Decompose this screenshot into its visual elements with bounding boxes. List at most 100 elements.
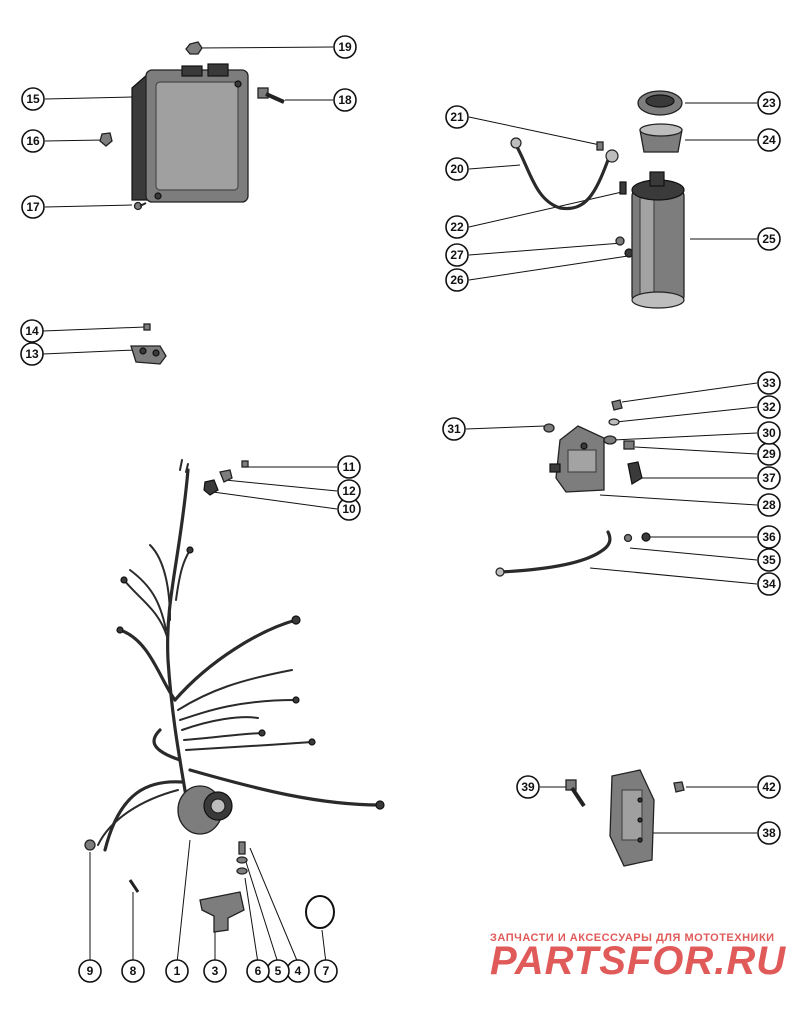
part-10	[203, 479, 219, 496]
rectifier-part	[609, 769, 655, 867]
callout-33: 33	[757, 371, 781, 395]
svg-text:27: 27	[450, 248, 464, 262]
svg-text:16: 16	[26, 134, 40, 148]
svg-text:24: 24	[762, 133, 776, 147]
callout-18: 18	[333, 88, 357, 112]
callout-1: 1	[165, 959, 189, 983]
nut-19-part	[185, 41, 203, 55]
callout-11: 11	[337, 455, 361, 479]
callout-5: 5	[266, 959, 290, 983]
svg-text:29: 29	[762, 447, 776, 461]
callout-37: 37	[757, 466, 781, 490]
switch-box-part	[131, 63, 249, 203]
callout-8: 8	[121, 959, 145, 983]
callout-20: 20	[445, 157, 469, 181]
svg-text:39: 39	[521, 780, 535, 794]
cable-34-part	[495, 530, 612, 577]
svg-text:4: 4	[295, 964, 302, 978]
callout-35: 35	[757, 548, 781, 572]
callout-13: 13	[20, 342, 44, 366]
washer-32-part	[608, 418, 620, 426]
svg-text:37: 37	[762, 471, 776, 485]
screw-4-part	[238, 841, 246, 855]
svg-text:34: 34	[762, 577, 776, 591]
callout-24: 24	[757, 128, 781, 152]
callout-25: 25	[757, 227, 781, 251]
part-12	[219, 469, 233, 483]
svg-text:8: 8	[130, 964, 137, 978]
part-11	[241, 460, 249, 468]
svg-text:7: 7	[323, 964, 330, 978]
svg-text:19: 19	[338, 40, 352, 54]
screw-21-part	[596, 141, 604, 151]
bolt-18-part	[257, 87, 285, 104]
callout-38: 38	[757, 821, 781, 845]
nut-36-part	[641, 532, 651, 542]
callout-22: 22	[445, 215, 469, 239]
o-ring-7-part	[305, 895, 335, 929]
svg-text:17: 17	[26, 200, 40, 214]
callout-28: 28	[757, 493, 781, 517]
callout-42: 42	[757, 775, 781, 799]
watermark-tagline: ЗАПЧАСТИ И АКСЕССУАРЫ ДЛЯ МОТОТЕХНИКИ	[490, 932, 775, 944]
washer-5-part	[236, 856, 248, 864]
svg-text:22: 22	[450, 220, 464, 234]
solenoid-part	[549, 425, 605, 493]
svg-text:1: 1	[174, 964, 181, 978]
svg-text:32: 32	[762, 400, 776, 414]
nut-16-part	[99, 132, 113, 147]
svg-text:33: 33	[762, 376, 776, 390]
svg-text:36: 36	[762, 530, 776, 544]
part-22	[619, 181, 627, 195]
svg-text:21: 21	[450, 110, 464, 124]
callout-3: 3	[203, 959, 227, 983]
callout-21: 21	[445, 105, 469, 129]
svg-text:11: 11	[343, 460, 356, 474]
screw-14-part	[143, 323, 151, 331]
nut-35-part	[623, 533, 633, 543]
svg-text:5: 5	[275, 964, 282, 978]
callout-6: 6	[246, 959, 270, 983]
watermark: ЗАПЧАСТИ И АКСЕССУАРЫ ДЛЯ МОТОТЕХНИКИ PA…	[490, 932, 786, 983]
svg-text:18: 18	[338, 93, 352, 107]
screw-8-part	[128, 879, 140, 893]
watermark-brand: PARTSFOR.RU	[490, 939, 786, 983]
nut-6-part	[236, 867, 248, 875]
cap-24-part	[639, 123, 683, 153]
svg-text:20: 20	[450, 162, 464, 176]
svg-text:12: 12	[342, 484, 356, 498]
bracket-13-part	[130, 345, 167, 365]
svg-text:15: 15	[26, 92, 40, 106]
svg-text:6: 6	[255, 964, 262, 978]
svg-text:26: 26	[450, 273, 464, 287]
nut-42-part	[673, 781, 685, 793]
callout-23: 23	[757, 91, 781, 115]
callout-14: 14	[20, 319, 44, 343]
callout-19: 19	[333, 35, 357, 59]
callout-9: 9	[78, 959, 102, 983]
svg-text:30: 30	[762, 426, 776, 440]
callout-4: 4	[286, 959, 310, 983]
terminal-9-part	[84, 839, 96, 851]
callout-30: 30	[757, 421, 781, 445]
svg-text:25: 25	[762, 232, 776, 246]
svg-text:14: 14	[25, 324, 39, 338]
bracket-3-part	[199, 891, 245, 933]
screw-31-part	[543, 423, 555, 433]
callout-34: 34	[757, 572, 781, 596]
svg-text:28: 28	[762, 498, 776, 512]
callout-7: 7	[314, 959, 338, 983]
leader-lines	[42, 46, 758, 964]
wiring-harness-part	[97, 459, 385, 852]
callout-26: 26	[445, 268, 469, 292]
svg-text:23: 23	[762, 96, 776, 110]
cap-23-part	[637, 90, 683, 116]
part-30	[603, 435, 617, 445]
bolt-39-part	[565, 779, 586, 808]
callout-16: 16	[21, 129, 45, 153]
callout-15: 15	[21, 87, 45, 111]
boot-37-part	[627, 461, 643, 485]
callout-12-main: 12	[337, 479, 361, 503]
callout-29: 29	[757, 442, 781, 466]
